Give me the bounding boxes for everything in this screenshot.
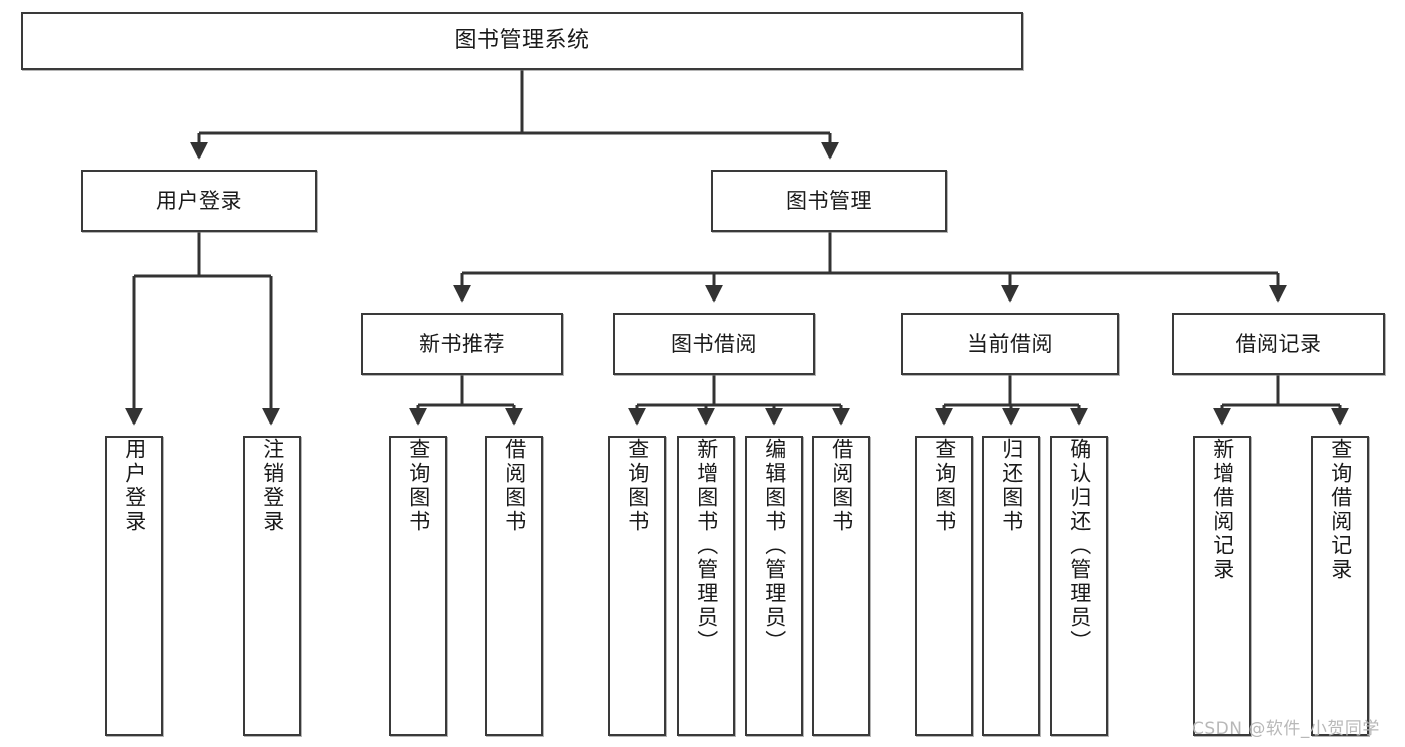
leaf-add-record[interactable]: 新增借阅记录 (1193, 436, 1251, 736)
leaf-confirm-return[interactable]: 确认归还（管理员） (1050, 436, 1108, 736)
node-root-label: 图书管理系统 (454, 28, 590, 54)
leaf-query-book-3-label: 查询图书 (932, 438, 957, 534)
leaf-query-book-2[interactable]: 查询图书 (608, 436, 666, 736)
leaf-user-login-label: 用户登录 (122, 438, 147, 534)
node-book-borrow[interactable]: 图书借阅 (613, 313, 815, 375)
node-borrow-record[interactable]: 借阅记录 (1172, 313, 1385, 375)
node-new-book-recommend[interactable]: 新书推荐 (361, 313, 563, 375)
leaf-borrow-book-1[interactable]: 借阅图书 (485, 436, 543, 736)
leaf-confirm-return-label: 确认归还（管理员） (1067, 438, 1092, 654)
leaf-query-book-1[interactable]: 查询图书 (389, 436, 447, 736)
leaf-query-book-1-label: 查询图书 (406, 438, 431, 534)
leaf-return-book[interactable]: 归还图书 (982, 436, 1040, 736)
node-borrow-record-label: 借阅记录 (1235, 331, 1322, 356)
leaf-edit-book[interactable]: 编辑图书（管理员） (745, 436, 803, 736)
leaf-query-book-3[interactable]: 查询图书 (915, 436, 973, 736)
node-current-borrow[interactable]: 当前借阅 (901, 313, 1119, 375)
leaf-return-book-label: 归还图书 (999, 438, 1024, 534)
leaf-edit-book-label: 编辑图书（管理员） (762, 438, 787, 654)
leaf-add-record-label: 新增借阅记录 (1210, 438, 1235, 582)
leaf-query-book-2-label: 查询图书 (625, 438, 650, 534)
leaf-query-record[interactable]: 查询借阅记录 (1311, 436, 1369, 736)
node-user-login-label: 用户登录 (156, 188, 242, 213)
leaf-borrow-book-2[interactable]: 借阅图书 (812, 436, 870, 736)
leaf-borrow-book-2-label: 借阅图书 (829, 438, 854, 534)
watermark-text: CSDN @软件_小贺同学 (1192, 719, 1380, 739)
leaf-user-login[interactable]: 用户登录 (105, 436, 163, 736)
node-book-management-label: 图书管理 (786, 188, 872, 213)
node-new-book-recommend-label: 新书推荐 (419, 331, 505, 356)
leaf-add-book-label: 新增图书（管理员） (694, 438, 719, 654)
node-current-borrow-label: 当前借阅 (967, 331, 1053, 356)
leaf-borrow-book-1-label: 借阅图书 (502, 438, 527, 534)
node-book-management[interactable]: 图书管理 (711, 170, 947, 232)
leaf-logout-login-label: 注销登录 (260, 438, 285, 534)
leaf-logout-login[interactable]: 注销登录 (243, 436, 301, 736)
node-book-borrow-label: 图书借阅 (671, 331, 757, 356)
leaf-query-record-label: 查询借阅记录 (1328, 438, 1353, 582)
node-root-book-management-system[interactable]: 图书管理系统 (21, 12, 1023, 70)
leaf-add-book[interactable]: 新增图书（管理员） (677, 436, 735, 736)
node-user-login[interactable]: 用户登录 (81, 170, 317, 232)
